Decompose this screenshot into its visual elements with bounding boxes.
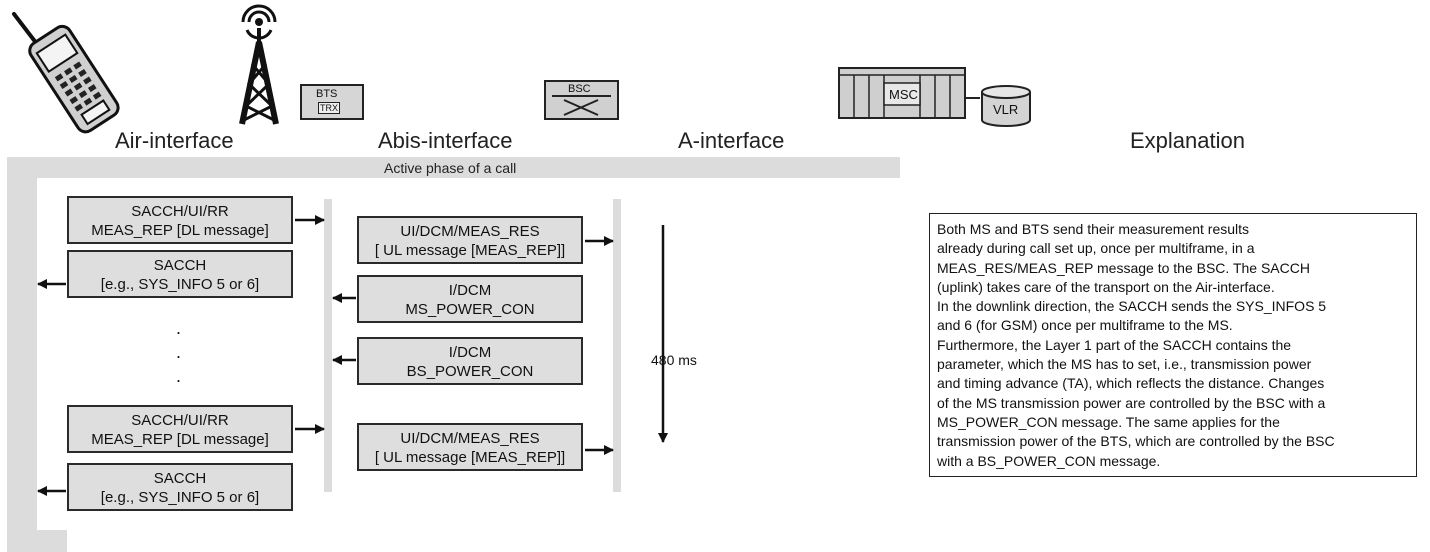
message-line2: [ UL message [MEAS_REP]]	[374, 242, 566, 259]
a-interface-header: A-interface	[678, 128, 785, 153]
a-interface-bar	[613, 199, 621, 492]
vlr-database-icon: VLR	[980, 84, 1032, 128]
phase-label: Active phase of a call	[384, 160, 517, 176]
abis-interface-bar	[324, 199, 332, 492]
bsc-label: BSC	[568, 83, 591, 95]
message-line2: MEAS_REP [DL message]	[91, 431, 269, 448]
phase-panel-bottom	[67, 530, 900, 552]
explanation-line: MEAS_RES/MEAS_REP message to the BSC. Th…	[937, 259, 1310, 276]
explanation-box: Both MS and BTS send their measurement r…	[929, 213, 1417, 477]
explanation-line: and timing advance (TA), which reflects …	[937, 375, 1325, 392]
explanation-line: Both MS and BTS send their measurement r…	[937, 221, 1250, 237]
message-line1: SACCH	[153, 257, 207, 274]
explanation-line: with a BS_POWER_CON message.	[937, 452, 1161, 469]
message-line1: I/DCM	[448, 282, 492, 299]
abis-message-box: UI/DCM/MEAS_RES [ UL message [MEAS_REP]]	[357, 423, 583, 471]
abis-message-box: I/DCM MS_POWER_CON	[357, 275, 583, 323]
explanation-line: Furthermore, the Layer 1 part of the SAC…	[937, 336, 1292, 353]
trx-label: TRX	[318, 102, 340, 114]
message-line1: SACCH	[153, 470, 207, 487]
explanation-header: Explanation	[1130, 128, 1245, 153]
message-line1: I/DCM	[448, 344, 492, 361]
bts-equipment-icon: BTS TRX	[300, 84, 364, 120]
air-message-box: SACCH [e.g., SYS_INFO 5 or 6]	[67, 463, 293, 511]
explanation-line: and 6 (for GSM) once per multiframe to t…	[937, 317, 1233, 334]
msc-label: MSC	[889, 87, 918, 102]
abis-message-box: UI/DCM/MEAS_RES [ UL message [MEAS_REP]]	[357, 216, 583, 264]
ellipsis-dot: .	[176, 342, 182, 362]
bsc-equipment-icon: BSC	[544, 80, 619, 120]
air-interface-header: Air-interface	[115, 128, 234, 153]
message-line1: SACCH/UI/RR	[131, 412, 229, 429]
bts-label: BTS	[316, 88, 338, 100]
explanation-line: MS_POWER_CON message. The same applies f…	[937, 413, 1280, 430]
message-line2: [ UL message [MEAS_REP]]	[374, 449, 566, 466]
mobile-phone-icon	[12, 12, 120, 134]
air-message-box: SACCH/UI/RR MEAS_REP [DL message]	[67, 405, 293, 453]
message-line2: [e.g., SYS_INFO 5 or 6]	[100, 489, 260, 506]
explanation-line: transmission power of the BTS, which are…	[937, 433, 1335, 450]
ellipsis-dot: .	[176, 318, 182, 338]
vlr-label: VLR	[993, 102, 1019, 117]
explanation-line: already during call set up, once per mul…	[937, 240, 1255, 257]
timing-label: 480 ms	[651, 352, 697, 368]
message-line2: BS_POWER_CON	[406, 363, 534, 380]
air-message-box: SACCH [e.g., SYS_INFO 5 or 6]	[67, 250, 293, 298]
abis-message-box: I/DCM BS_POWER_CON	[357, 337, 583, 385]
message-line2: MS_POWER_CON	[405, 301, 535, 318]
message-line1: UI/DCM/MEAS_RES	[400, 223, 540, 240]
message-line2: MEAS_REP [DL message]	[91, 222, 269, 239]
msc-vlr-link	[966, 97, 980, 99]
message-line1: UI/DCM/MEAS_RES	[400, 430, 540, 447]
ellipsis-dot: .	[176, 366, 182, 386]
explanation-line: parameter, which the MS has to set, i.e.…	[937, 356, 1312, 373]
msc-equipment-icon: MSC	[838, 67, 966, 119]
antenna-tower-icon	[239, 4, 279, 125]
abis-interface-header: Abis-interface	[378, 128, 513, 153]
explanation-line: (uplink) takes care of the transport on …	[937, 278, 1275, 295]
explanation-line: of the MS transmission power are control…	[937, 394, 1326, 411]
message-line2: [e.g., SYS_INFO 5 or 6]	[100, 276, 260, 293]
explanation-line: In the downlink direction, the SACCH sen…	[937, 298, 1327, 315]
message-line1: SACCH/UI/RR	[131, 203, 229, 220]
air-message-box: SACCH/UI/RR MEAS_REP [DL message]	[67, 196, 293, 244]
